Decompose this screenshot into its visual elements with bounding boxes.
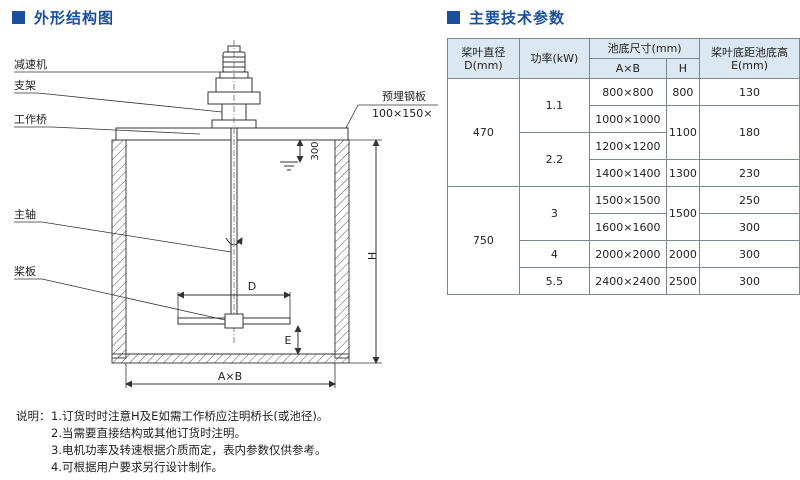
cell-h: 1100 <box>665 105 701 160</box>
cell-pool-size: 1400×1400 <box>589 159 667 187</box>
table-header-row: 桨叶直径 D(mm) 功率(kW) 池底尺寸(mm) 桨叶底距池底高 E(mm) <box>447 38 800 79</box>
shaft-label: 主轴 <box>14 207 36 221</box>
cell-h: 2500 <box>665 267 701 295</box>
notes-block: 说明： 1.订货时时注意H及E如需工作桥应注明桥长(或池径)。 2.当需要直接结… <box>16 408 328 476</box>
table-row: 4 2000×2000 2000 300 <box>448 240 800 268</box>
left-wall <box>111 139 127 359</box>
params-section-title: 主要技术参数 <box>469 8 566 27</box>
header-power: 功率(kW) <box>518 38 591 79</box>
paddle-hub <box>224 313 244 329</box>
table-row: 750 3 1500×1500 1500 250 <box>447 186 800 295</box>
cell-h: 1300 <box>665 159 701 187</box>
note-line: 2.当需要直接结构或其他订货时注明。 <box>16 425 328 442</box>
square-bullet-icon <box>12 10 25 24</box>
cell-h: 2000 <box>665 240 701 268</box>
cell-pool-size: 800×800 <box>589 78 667 106</box>
cell-e: 250 <box>699 186 800 214</box>
header-e: 桨叶底距池底高 E(mm) <box>699 38 800 79</box>
cell-pool-size: 1000×1000 <box>589 105 667 133</box>
cell-e: 130 <box>699 78 800 106</box>
paddle-leader <box>41 278 226 321</box>
note-text: 2.当需要直接结构或其他订货时注明。 <box>51 426 246 440</box>
cell-h: 1500 <box>665 186 701 241</box>
table-row: 1000×1000 1100 180 <box>448 105 800 160</box>
plate-label: 预埋钢板 <box>382 89 426 103</box>
tank-floor <box>111 353 350 364</box>
shaft-leader <box>41 221 232 253</box>
cell-pool-size: 1600×1600 <box>589 213 667 241</box>
cell-e: 300 <box>699 267 800 295</box>
spec-table: 桨叶直径 D(mm) 功率(kW) 池底尺寸(mm) 桨叶底距池底高 E(mm)… <box>447 38 800 295</box>
header-diameter: 桨叶直径 D(mm) <box>447 38 520 79</box>
bridge-label: 工作桥 <box>14 113 47 126</box>
bracket-label: 支架 <box>14 79 36 92</box>
right-wall <box>334 139 350 359</box>
bracket-leader <box>37 92 223 113</box>
table-row: 5.5 2400×2400 2500 300 <box>448 267 800 295</box>
rotation-arrow-icon <box>225 237 243 246</box>
note-text: 4.可根据用户要求另行设计制作。 <box>51 460 223 474</box>
ab-dim-label: A×B <box>218 370 242 383</box>
cell-diameter: 750 <box>447 186 520 295</box>
h-dim-label: H <box>366 252 379 260</box>
cell-power: 2.2 <box>518 132 591 187</box>
structure-diagram: 300 D E H A×B 减速机 支架 工作桥 预埋钢板 100×150× 主… <box>14 40 438 388</box>
cell-pool-size: 1200×1200 <box>589 132 667 160</box>
structure-section-title: 外形结构图 <box>34 8 115 27</box>
d-dim-label: D <box>248 280 256 293</box>
plate-leader <box>345 104 359 129</box>
params-section-header: 主要技术参数 <box>447 6 565 28</box>
note-line: 4.可根据用户要求另行设计制作。 <box>16 459 328 476</box>
note-text: 1.订货时时注意H及E如需工作桥应注明桥长(或池径)。 <box>51 409 329 423</box>
paddle-right <box>242 317 291 325</box>
cell-h: 800 <box>665 78 701 106</box>
header-h: H <box>665 58 701 79</box>
note-line: 3.电机功率及转速根据介质而定，表内参数仅供参考。 <box>16 442 328 459</box>
paddle-label: 桨板 <box>14 264 36 278</box>
cell-power: 1.1 <box>518 78 591 133</box>
cell-diameter: 470 <box>447 78 520 187</box>
square-bullet-icon <box>447 10 460 24</box>
cell-pool-size: 2400×2400 <box>589 267 667 295</box>
table-row: 470 1.1 800×800 800 130 <box>447 78 800 187</box>
plate-size-label: 100×150× <box>372 107 432 120</box>
cell-e: 230 <box>699 159 800 187</box>
structure-section-header: 外形结构图 <box>12 6 114 28</box>
level-dim-label: 300 <box>310 141 321 160</box>
cell-e: 180 <box>699 105 800 160</box>
note-line: 说明： 1.订货时时注意H及E如需工作桥应注明桥长(或池径)。 <box>16 408 328 425</box>
notes-prefix: 说明： <box>16 409 51 423</box>
cell-pool-size: 1500×1500 <box>589 186 667 214</box>
cell-e: 300 <box>699 213 800 241</box>
paddle-left <box>177 317 226 325</box>
cell-power: 3 <box>518 186 591 241</box>
header-ab: A×B <box>589 58 667 79</box>
table-row: 1600×1600 300 <box>448 213 800 241</box>
bridge-leader <box>51 126 201 135</box>
cell-pool-size: 2000×2000 <box>589 240 667 268</box>
note-text: 3.电机功率及转速根据介质而定，表内参数仅供参考。 <box>51 443 327 457</box>
cell-power: 4 <box>518 240 591 268</box>
e-dim-label: E <box>285 334 292 347</box>
header-pool-size: 池底尺寸(mm) <box>589 38 701 59</box>
cell-power: 5.5 <box>518 267 591 295</box>
table-row: 1400×1400 1300 230 <box>448 159 800 187</box>
cell-e: 300 <box>699 240 800 268</box>
reducer-label: 减速机 <box>14 57 47 71</box>
